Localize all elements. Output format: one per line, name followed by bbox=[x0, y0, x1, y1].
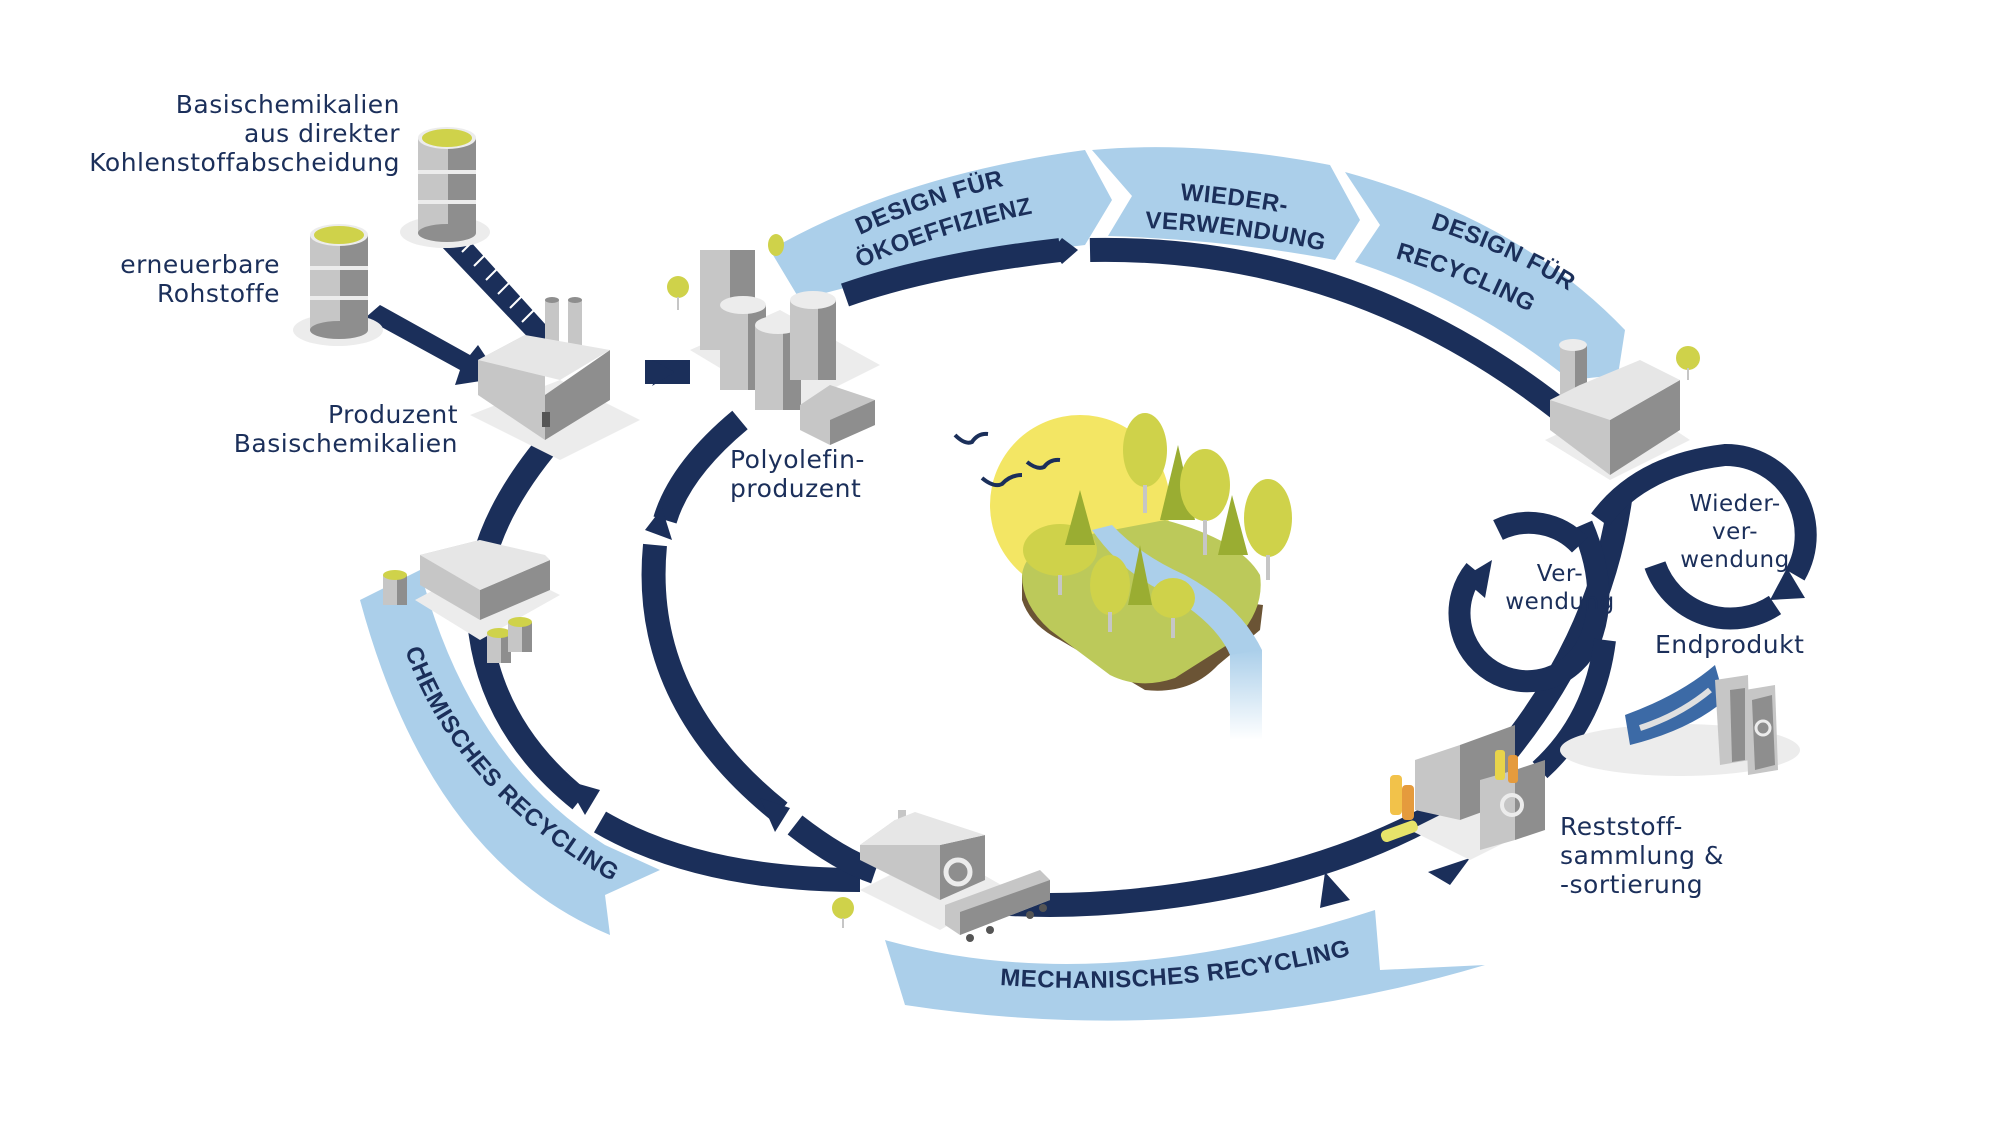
collection-bins bbox=[1380, 725, 1545, 860]
plant-chemical-recycling bbox=[383, 540, 560, 663]
factory-converter bbox=[1545, 339, 1700, 480]
band-reuse bbox=[1092, 147, 1360, 260]
label-end-product: Endprodukt bbox=[1655, 630, 1805, 659]
band-design-recycling bbox=[1345, 172, 1625, 380]
plant-polyolefin bbox=[667, 234, 880, 445]
label-collection: Reststoff- sammlung & -sortierung bbox=[1560, 812, 1724, 899]
inner-ring bbox=[641, 410, 880, 884]
drum-dac bbox=[400, 127, 490, 248]
band-design-eco bbox=[770, 150, 1112, 300]
input-arrow-renewable bbox=[365, 305, 500, 385]
loop-exit bbox=[1532, 638, 1616, 779]
label-base-chem-producer: Produzent Basischemikalien bbox=[233, 400, 458, 458]
bird-icons bbox=[953, 431, 1061, 488]
ring-arrowheads bbox=[565, 238, 1470, 908]
drum-renewable bbox=[293, 224, 383, 346]
central-island bbox=[953, 413, 1292, 740]
factory-base-chemicals bbox=[470, 297, 640, 460]
label-polyolefin-producer: Polyolefin- produzent bbox=[730, 445, 865, 503]
plant-mechanical-recycling bbox=[832, 810, 1050, 942]
label-dac-source: Basischemikalien aus direkter Kohlenstof… bbox=[89, 90, 400, 177]
loop-reuse-arrowhead bbox=[1770, 568, 1805, 600]
end-product-illustration bbox=[1560, 665, 1800, 776]
loop-use bbox=[1448, 511, 1610, 693]
label-loop-use: Ver- wendung bbox=[1505, 561, 1615, 615]
label-loop-reuse: Wieder- ver- wendung bbox=[1680, 491, 1790, 573]
band-chemical-recycling bbox=[360, 570, 660, 935]
band-mechanical-recycling bbox=[885, 910, 1485, 1021]
loop-reuse bbox=[1591, 443, 1817, 630]
tree-icons bbox=[1023, 413, 1292, 638]
label-renewable-source: erneuerbare Rohstoffe bbox=[120, 250, 280, 308]
loop-use-arrowhead bbox=[1462, 560, 1492, 598]
